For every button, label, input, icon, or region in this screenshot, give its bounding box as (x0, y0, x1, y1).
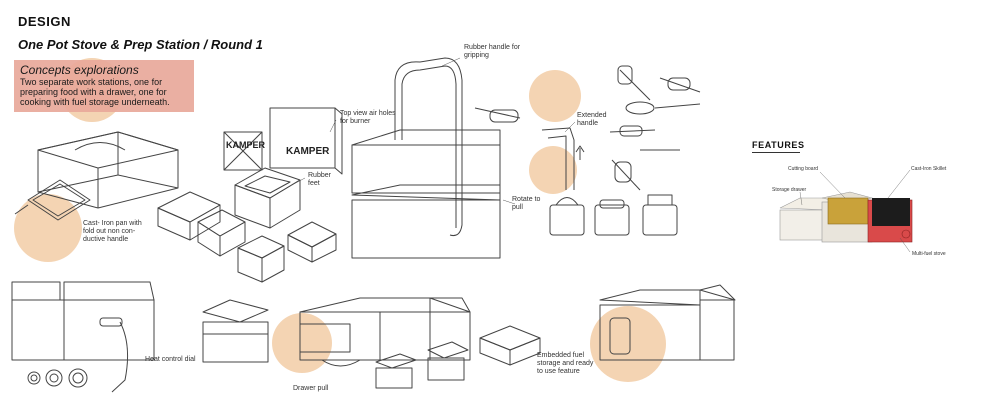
feature-multi-fuel-stove: Multi-fuel stove (912, 251, 946, 257)
sketch-kamper-cubes (223, 107, 343, 175)
sketch-stove-stack (351, 57, 501, 259)
annotation-rotate-to-pull: Rotate to pull (512, 196, 541, 212)
sketch-station-bottom-right (599, 284, 736, 361)
kamper-label-1: KAMPER (226, 140, 266, 150)
sketch-small-trays (375, 325, 541, 389)
annotation-heat-control: Heat control dial (145, 356, 196, 363)
annotation-drawer-pull: Drawer pull (293, 385, 329, 392)
feature-storage-drawer: Storage drawer (772, 187, 807, 193)
annotation-rubber-feet: Rubber feet (308, 172, 331, 188)
sketch-handle-fronts (549, 194, 678, 236)
annotation-embedded-fuel: Embedded fuel storage and ready to use f… (537, 352, 594, 376)
sketch-handle-grips (474, 107, 585, 190)
sketch-station-bottom-left (11, 281, 155, 393)
annotation-top-view-air: Top view air holes for burner (340, 110, 396, 126)
sketch-dials (27, 368, 88, 388)
page-subtitle: One Pot Stove & Prep Station / Round 1 (18, 37, 263, 52)
concept-highlight-box (14, 60, 194, 112)
concept-body: Two separate work stations, one for prep… (20, 77, 170, 107)
annotation-extended-handle: Extended handle (577, 112, 607, 128)
concept-heading: Concepts explorations (20, 63, 139, 77)
annotation-cast-iron-pan: Cast- Iron pan with fold out non con- du… (83, 220, 142, 244)
sketch-rubber-feet-box (234, 167, 301, 229)
kamper-label-2: KAMPER (286, 146, 330, 157)
annotation-rubber-handle: Rubber handle for gripping (464, 44, 521, 60)
sketch-storage-boxes (202, 297, 471, 367)
feature-cutting-board: Cutting board (788, 166, 819, 172)
sketch-handle-details (609, 65, 701, 191)
sketch-small-boxes (157, 191, 337, 283)
feature-cast-iron-skillet: Cast-Iron Skillet (911, 166, 947, 172)
features-heading-rule (752, 152, 800, 153)
sketch-pan (14, 179, 91, 221)
sketch-prep-box-open (37, 131, 179, 209)
page-title: DESIGN (18, 14, 71, 29)
features-heading: FEATURES (752, 140, 805, 150)
features-render (779, 169, 913, 253)
